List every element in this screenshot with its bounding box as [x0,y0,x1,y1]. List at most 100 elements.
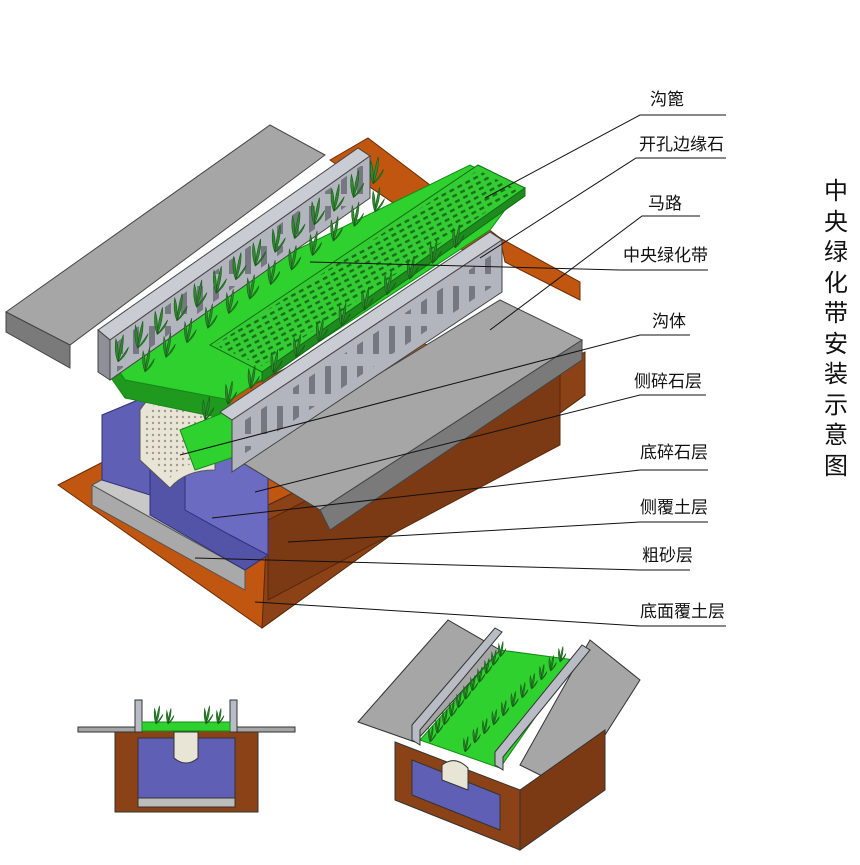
leader-di-suishi-ceng [211,469,708,519]
mini-assembly [357,619,641,851]
right-soil-strip [499,237,581,301]
mini-soil-side [519,729,606,851]
section-road-right [234,726,296,733]
mini-gravel [411,759,501,831]
mini-channel [441,760,469,791]
label-dimian-futu-ceng: 底面覆土层 [640,602,725,622]
plant-icon [225,380,238,405]
plant-icon [173,293,188,322]
plant-icon [539,664,548,681]
plant-icon [246,274,260,300]
leader-gouti [179,334,690,456]
plant-icon [449,700,458,717]
plant-icon [166,708,175,725]
plant-icon [330,183,345,212]
cross-section-view [77,699,296,813]
plant-icon [484,658,493,675]
label-zhongyang-lvhuadai: 中央绿化带 [623,246,708,266]
plant-icon [384,271,397,296]
section-sand [137,797,236,808]
left-road-edge [5,311,71,369]
plant-icon [247,365,260,389]
front-curb-openings [238,252,496,458]
plant-icon [429,240,442,264]
leader-gou-bi [484,114,726,199]
plant-icon [309,230,323,256]
plant-icon [558,646,567,663]
plant-icon [114,334,129,363]
leader-zhongyang-lvhuadai [309,261,708,271]
plant-icon [372,187,385,213]
leader-kaikong-bianyuanshi [479,157,726,259]
plant-icon [183,318,197,344]
plant-icon [477,666,486,683]
plant-icon [311,197,325,226]
plant-icon [267,259,281,285]
plant-icon [452,224,465,249]
section-plant-group [153,705,225,725]
plant-icon [428,726,437,743]
plant-icon [225,289,239,315]
plant-icon [252,238,267,267]
plant-icon [456,692,465,709]
section-road-left [77,726,139,733]
plant-icon [435,717,444,734]
plant-icon [330,216,343,242]
plant-icon [406,255,419,280]
leader-dimian-futu-ceng [254,601,726,627]
main-assembly [5,124,587,630]
plant-icon [134,320,149,349]
plant-icon [291,211,306,240]
plant-icon [202,396,215,421]
plant-icon [338,302,351,327]
section-curb-right [229,699,238,733]
plant-icon [510,691,519,708]
plant-icon [442,709,451,726]
plant-icon [529,673,538,690]
leader-ce-futu-ceng [287,521,708,543]
plant-icon [216,708,225,725]
plant-icon [463,736,472,753]
label-cusha-ceng: 粗砂层 [642,546,693,566]
plant-icon [463,683,472,700]
section-curb-left [134,699,143,733]
plant-icon [142,347,155,373]
plant-icon [270,349,283,374]
label-malu: 马路 [648,194,682,214]
plant-icon [315,318,328,343]
plant-icon [203,705,214,725]
mini-plant-group [428,641,567,753]
label-di-suishi-ceng: 底碎石层 [640,443,708,463]
leader-cusha-ceng [194,557,690,571]
label-ce-suishi-ceng: 侧碎石层 [634,372,702,392]
plant-icon [520,682,529,699]
leader-malu [489,215,700,331]
label-ce-futu-ceng: 侧覆土层 [640,498,708,518]
diagram-title: 中央绿化带安装示意图 [824,177,848,480]
plant-group [114,156,465,421]
grate-edge [261,187,526,383]
plant-icon [232,252,247,281]
plant-icon [501,700,510,717]
plant-icon [498,641,507,658]
plant-icon [193,279,208,308]
section-grass [141,721,231,732]
plant-icon [369,156,384,185]
plant-icon [351,201,364,227]
plant-icon [548,655,557,672]
label-gou-bi: 沟篦 [650,90,684,110]
grate-holes [215,170,518,366]
mini-curb-right [494,644,591,771]
right-road-edge [319,339,583,531]
plant-icon [491,649,500,666]
plant-icon [204,303,218,329]
plant-icon [350,170,365,198]
plant-icon [271,225,286,253]
leader-lines [179,114,726,627]
plant-icon [470,675,479,692]
plant-icon [293,333,306,358]
plant-icon [482,718,491,735]
mini-curb-left [411,627,503,746]
